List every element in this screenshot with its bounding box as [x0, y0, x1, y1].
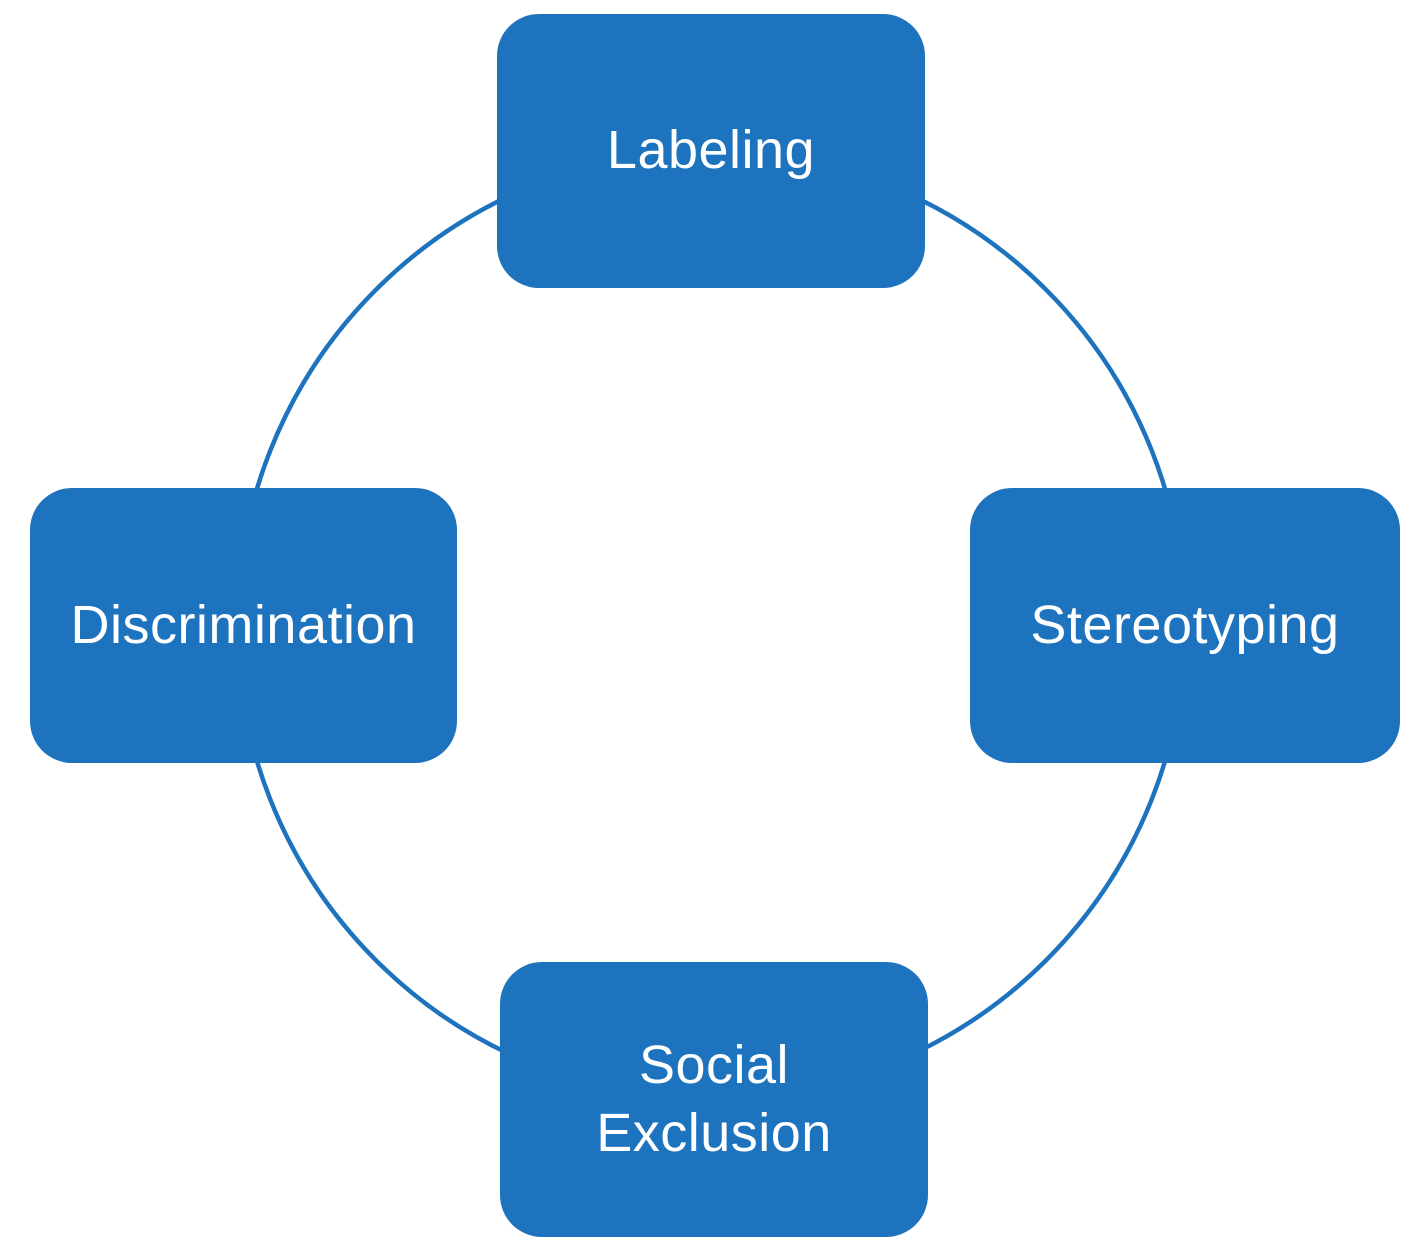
- node-discrimination-label: Discrimination: [70, 594, 417, 655]
- node-social-exclusion: Social Exclusion: [500, 962, 928, 1237]
- node-labeling: Labeling: [497, 14, 925, 288]
- node-discrimination: Discrimination: [30, 488, 457, 763]
- node-stereotyping-label: Stereotyping: [1030, 594, 1340, 655]
- node-stereotyping: Stereotyping: [970, 488, 1400, 763]
- node-labeling-label: Labeling: [606, 120, 816, 181]
- node-social-exclusion-label: Social Exclusion: [596, 1035, 832, 1163]
